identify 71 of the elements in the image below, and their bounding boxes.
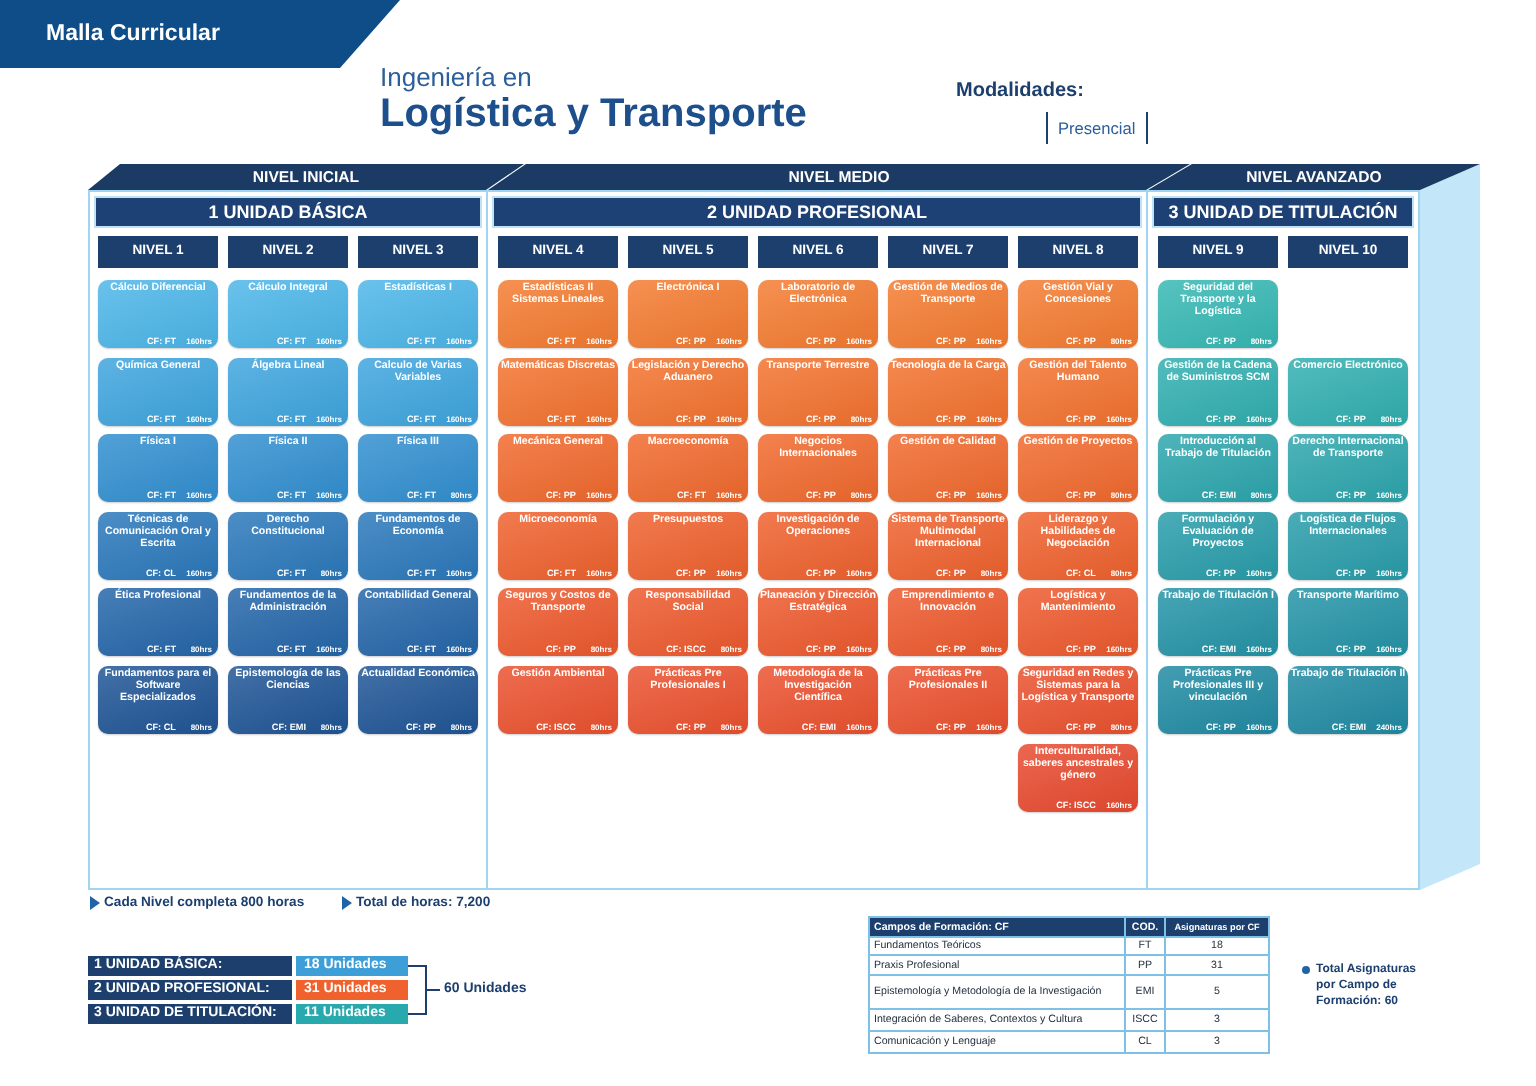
- course-card: [1018, 358, 1138, 426]
- page-title: Logística y Transporte: [380, 92, 807, 138]
- course-card: [358, 588, 478, 656]
- course-card: [1018, 744, 1138, 812]
- course-card: [888, 588, 1008, 656]
- section-panel: [1146, 190, 1420, 890]
- course-card: [228, 434, 348, 502]
- course-card: [758, 280, 878, 348]
- course-card: [228, 280, 348, 348]
- course-card: [758, 512, 878, 580]
- course-card: [758, 434, 878, 502]
- course-card: [98, 666, 218, 734]
- section-panel: [486, 190, 1148, 890]
- course-card: [1158, 666, 1278, 734]
- course-card: [1288, 588, 1408, 656]
- modality-text: Presencial: [1046, 112, 1148, 144]
- course-card: [1158, 434, 1278, 502]
- course-card: [228, 666, 348, 734]
- course-card: [888, 280, 1008, 348]
- course-card: [358, 512, 478, 580]
- course-card: [498, 280, 618, 348]
- course-card: [1288, 666, 1408, 734]
- section-panel: [88, 190, 488, 890]
- course-card: [1158, 588, 1278, 656]
- course-card: [358, 666, 478, 734]
- course-card: [758, 358, 878, 426]
- course-card: [498, 588, 618, 656]
- course-card: [628, 588, 748, 656]
- course-card: [1018, 280, 1138, 348]
- course-card: [228, 588, 348, 656]
- course-card: [888, 512, 1008, 580]
- course-card: [98, 434, 218, 502]
- course-card: [758, 588, 878, 656]
- course-card: [628, 358, 748, 426]
- course-card: [1288, 434, 1408, 502]
- course-card: [888, 666, 1008, 734]
- course-card: [628, 280, 748, 348]
- course-card: [498, 358, 618, 426]
- course-card: [228, 512, 348, 580]
- course-card: [1288, 512, 1408, 580]
- course-card: [98, 588, 218, 656]
- course-card: [1018, 588, 1138, 656]
- course-card: [498, 666, 618, 734]
- course-card: [1288, 358, 1408, 426]
- course-card: [758, 666, 878, 734]
- course-card: [628, 434, 748, 502]
- course-card: [228, 358, 348, 426]
- course-card: [1018, 512, 1138, 580]
- subtitle-text: Ingeniería en: [380, 62, 532, 92]
- course-card: [1158, 280, 1278, 348]
- unit-header: 3 UNIDAD DE TITULACIÓN: [1152, 196, 1414, 228]
- course-card: [628, 512, 748, 580]
- course-card: [888, 434, 1008, 502]
- course-card: [358, 358, 478, 426]
- course-card: [358, 434, 478, 502]
- course-card: [498, 434, 618, 502]
- course-card: [98, 512, 218, 580]
- header-banner: Malla Curricular: [0, 0, 400, 68]
- course-card: [98, 280, 218, 348]
- course-card: [358, 280, 478, 348]
- course-card: [98, 358, 218, 426]
- course-card: [1158, 512, 1278, 580]
- course-card: [1018, 666, 1138, 734]
- unit-header: 1 UNIDAD BÁSICA: [94, 196, 482, 228]
- course-card: [1018, 434, 1138, 502]
- course-card: [1158, 358, 1278, 426]
- modality-heading: Modalidades:: [956, 80, 1084, 104]
- course-card: [498, 512, 618, 580]
- course-card: [628, 666, 748, 734]
- unit-header: 2 UNIDAD PROFESIONAL: [492, 196, 1142, 228]
- course-card: [888, 358, 1008, 426]
